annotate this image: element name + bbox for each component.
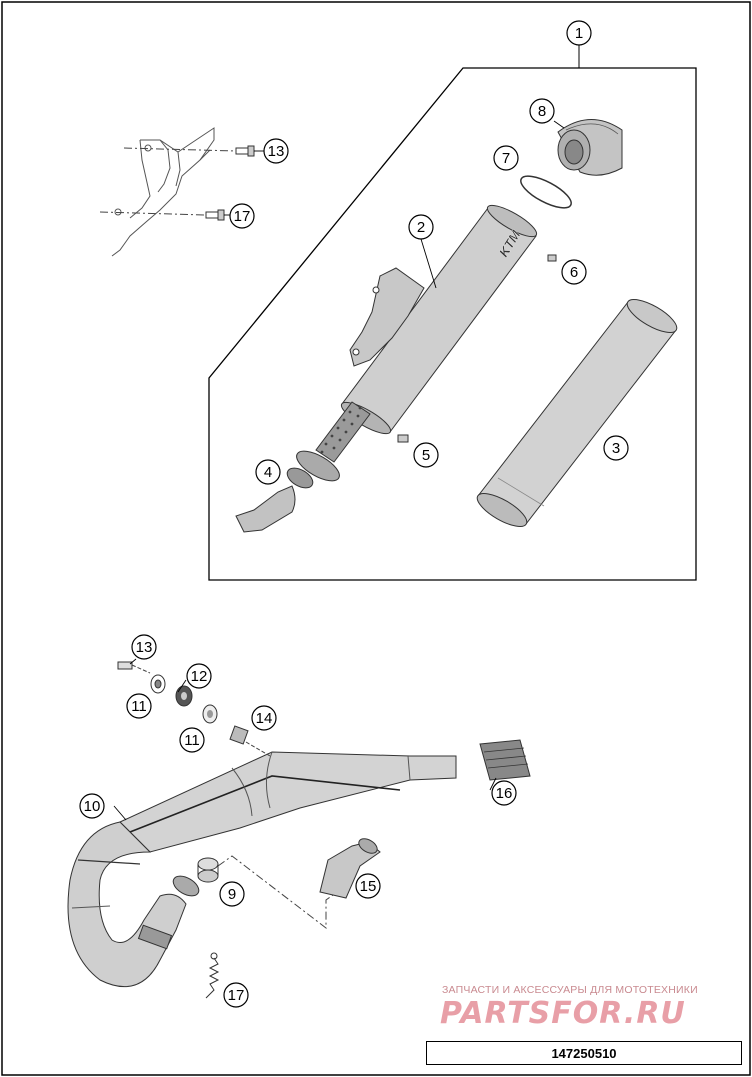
callout-10: 10 [79, 793, 105, 819]
svg-text:15: 15 [360, 878, 377, 895]
svg-text:13: 13 [268, 143, 285, 160]
nut-14 [229, 725, 271, 757]
svg-text:9: 9 [228, 886, 236, 903]
svg-text:10: 10 [84, 798, 101, 815]
ring-9 [197, 855, 341, 930]
silencer-sleeve-3 [476, 299, 678, 527]
svg-text:8: 8 [538, 103, 546, 120]
bend-pipe-15 [319, 838, 381, 899]
callout-11-b: 11 [179, 727, 205, 753]
svg-text:4: 4 [264, 464, 272, 481]
svg-text:11: 11 [184, 732, 200, 749]
sleeve-16 [479, 739, 531, 781]
svg-text:17: 17 [234, 208, 251, 225]
leader-lines [113, 120, 565, 821]
callout-14: 14 [251, 705, 277, 731]
frame-bracket-drawing [111, 127, 215, 257]
svg-text:13: 13 [136, 639, 153, 656]
callout-17-top: 17 [229, 203, 255, 229]
bolt-13-lower [117, 661, 151, 674]
callout-9: 9 [219, 881, 245, 907]
svg-text:1: 1 [575, 25, 583, 42]
callout-17-lower: 17 [223, 982, 249, 1008]
callout-15: 15 [355, 873, 381, 899]
callout-4: 4 [255, 459, 281, 485]
callout-1: 1 [566, 20, 592, 46]
callout-12: 12 [186, 663, 212, 689]
callout-13-top: 13 [263, 138, 289, 164]
callout-3: 3 [603, 435, 629, 461]
callout-6: 6 [561, 259, 587, 285]
screw-5 [397, 434, 409, 443]
silencer-body-2 [296, 204, 538, 482]
svg-text:5: 5 [422, 447, 430, 464]
header-pipe-10 [67, 751, 457, 988]
washer-11-b [202, 704, 218, 724]
watermark-logo: PARTSFOR.RU [440, 996, 686, 1031]
part-number: 147250510 [426, 1041, 742, 1065]
svg-text:2: 2 [417, 219, 425, 236]
svg-text:16: 16 [496, 785, 513, 802]
o-ring-7 [520, 175, 572, 209]
rubber-12 [175, 685, 193, 707]
svg-text:3: 3 [612, 440, 620, 457]
spring-17 [205, 952, 220, 999]
svg-text:11: 11 [131, 698, 147, 715]
callout-16: 16 [491, 780, 517, 806]
washer-11-a [150, 674, 166, 694]
svg-text:6: 6 [570, 264, 578, 281]
svg-text:12: 12 [191, 668, 208, 685]
connecting-pipe-4 [235, 467, 314, 533]
callout-5: 5 [413, 442, 439, 468]
watermark-subtitle: ЗАПЧАСТИ И АКСЕССУАРЫ ДЛЯ МОТОТЕХНИКИ [442, 984, 698, 996]
svg-text:14: 14 [256, 710, 273, 727]
bolt-13-top [123, 145, 255, 157]
end-cap-8 [557, 119, 623, 176]
svg-text:17: 17 [228, 987, 245, 1004]
kit-boundary [208, 67, 697, 581]
svg-text:7: 7 [502, 150, 510, 167]
callout-7: 7 [493, 145, 519, 171]
screw-6 [547, 254, 557, 262]
callout-8: 8 [529, 98, 555, 124]
callout-13-lower: 13 [131, 634, 157, 660]
callout-11-a: 11 [126, 693, 152, 719]
callout-2: 2 [408, 214, 434, 240]
